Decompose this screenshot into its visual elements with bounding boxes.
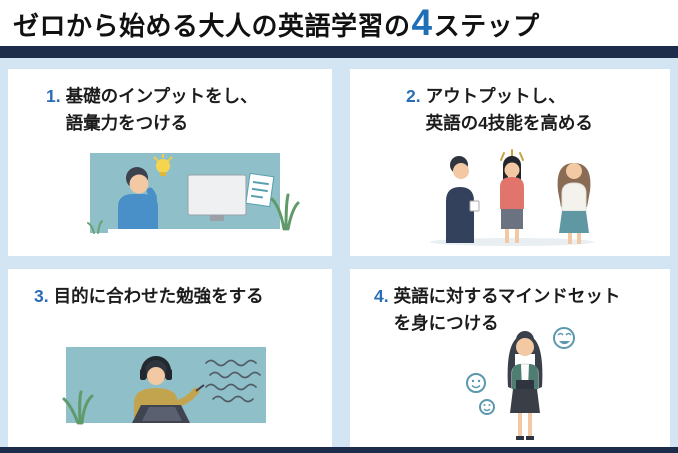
step-text-lines: 基礎のインプットをし、 語彙力をつける: [66, 83, 258, 137]
person-woman-right: [557, 163, 591, 244]
header-divider-bar: [0, 46, 678, 58]
step-text-lines: アウトプットし、 英語の4技能を高める: [426, 83, 593, 137]
illustration-mindset: [466, 327, 575, 440]
person-woman: [507, 331, 543, 440]
illustration-output-conversation: [430, 149, 594, 246]
steps-grid: 1. 基礎のインプットをし、 語彙力をつける: [0, 58, 678, 447]
step-text-line2: 語彙力をつける: [65, 113, 189, 134]
step-number: 1.: [46, 86, 61, 106]
coffee-cup: [469, 200, 480, 212]
title-number: 4: [411, 1, 433, 43]
step-text-line1: 英語に対するマインドセット: [393, 286, 621, 306]
person-man: [446, 156, 480, 243]
emoji-face-icon: [466, 373, 486, 393]
title-suffix: ステップ: [433, 10, 540, 41]
page-title: ゼロから始める大人の英語学習の 4 ステップ: [13, 4, 540, 43]
step-card-2: 2. アウトプットし、 英語の4技能を高める: [350, 69, 670, 256]
illustration-purpose-study: [56, 347, 280, 435]
step-2-text: 2. アウトプットし、 英語の4技能を高める: [350, 69, 670, 137]
step-text-lines: 目的に合わせた勉強をする: [54, 283, 264, 310]
emoji-face-icon: [479, 399, 495, 415]
desk: [56, 423, 280, 435]
title-prefix: ゼロから始める大人の英語学習の: [13, 10, 411, 41]
illustration-input-study: [87, 153, 300, 239]
step-text-line2: を身につける: [393, 313, 499, 334]
emoji-face-icon: [553, 327, 575, 349]
bottom-bar: [0, 447, 678, 453]
header: ゼロから始める大人の英語学習の 4 ステップ: [0, 0, 678, 46]
step-number: 4.: [374, 286, 389, 306]
step-card-1: 1. 基礎のインプットをし、 語彙力をつける: [8, 69, 332, 256]
person-figure: [118, 167, 158, 233]
step-text-line1: 目的に合わせた勉強をする: [53, 286, 264, 306]
desk: [108, 229, 280, 239]
grass: [87, 220, 103, 234]
step-number: 2.: [406, 86, 421, 106]
plant: [270, 193, 300, 231]
plant: [62, 390, 94, 425]
handwriting-lines: [205, 359, 261, 403]
step-4-text: 4. 英語に対するマインドセット を身につける: [350, 269, 670, 337]
checklist-paper: [245, 172, 275, 208]
step-text-line1: アウトプットし、: [425, 86, 566, 106]
step-card-3: 3. 目的に合わせた勉強をする: [8, 269, 332, 447]
step-text-line1: 基礎のインプットをし、: [65, 86, 258, 106]
step-3-text: 3. 目的に合わせた勉強をする: [8, 269, 332, 310]
step-number: 3.: [34, 286, 49, 306]
step-1-text: 1. 基礎のインプットをし、 語彙力をつける: [8, 69, 332, 137]
lightbulb-icon: [153, 154, 173, 176]
step-card-4: 4. 英語に対するマインドセット を身につける: [350, 269, 670, 447]
laptop: [132, 405, 190, 423]
step-text-line2: 英語の4技能を高める: [425, 113, 593, 134]
headphones-icon: [140, 356, 172, 380]
person-woman-middle: [500, 156, 524, 243]
pen: [195, 384, 205, 392]
step-text-lines: 英語に対するマインドセット を身につける: [394, 283, 621, 337]
monitor: [187, 174, 247, 216]
